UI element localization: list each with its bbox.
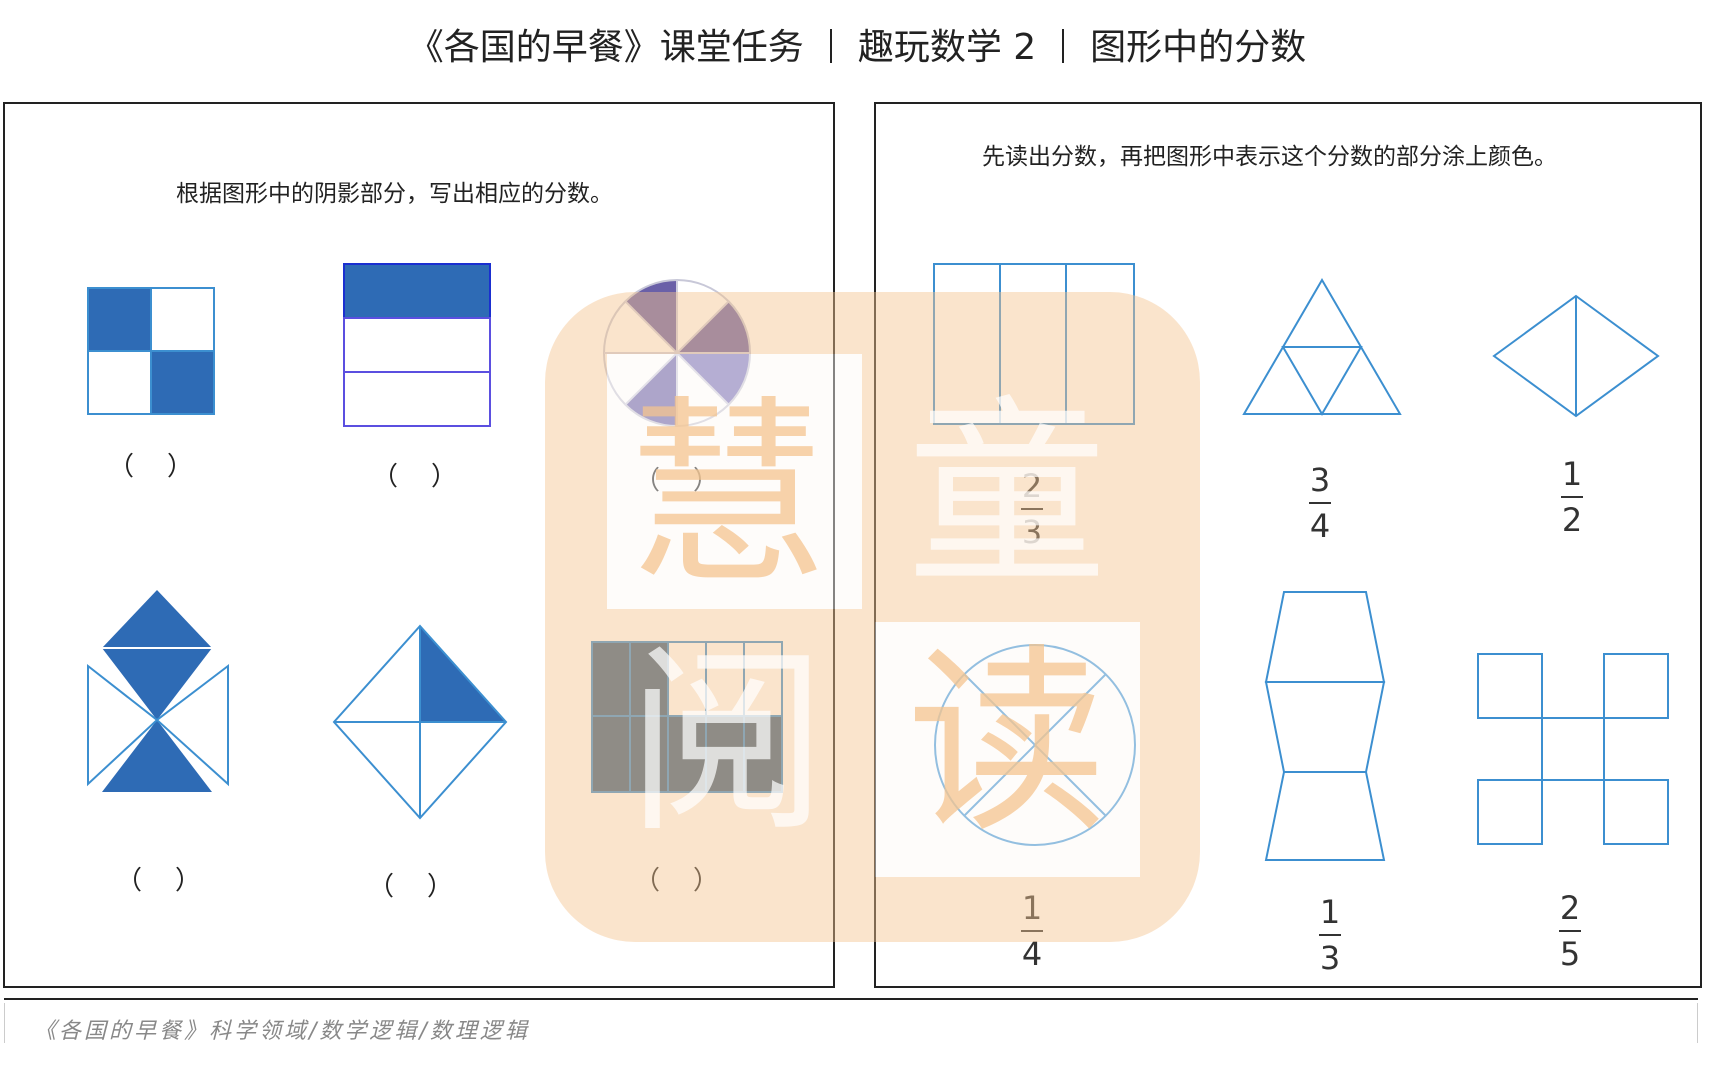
shape-halved-rhombus[interactable] — [1490, 294, 1662, 418]
left-exercise-panel — [3, 102, 835, 988]
title-part-lesson: 《各国的早餐》课堂任务 — [407, 27, 804, 68]
fraction-denominator: 3 — [1021, 513, 1043, 551]
fraction-bar — [1559, 930, 1581, 932]
answer-blank-4[interactable]: （ ） — [116, 866, 202, 896]
fraction-1-2: 1 2 — [1554, 454, 1590, 540]
fraction-1-4: 1 4 — [1014, 888, 1050, 974]
answer-blank-2[interactable]: （ ） — [372, 462, 458, 492]
title-part-topic: 图形中的分数 — [1090, 27, 1307, 68]
shape-stacked-trapezoids[interactable] — [1262, 590, 1388, 862]
footer-caption: 《各国的早餐》科学领域/数学逻辑/数理逻辑 — [34, 1019, 530, 1044]
fraction-denominator: 5 — [1559, 935, 1581, 973]
fraction-bar — [1021, 508, 1043, 510]
title-separator — [829, 29, 832, 63]
fraction-bar — [1309, 502, 1331, 504]
shape-cell-grid — [591, 641, 783, 793]
fraction-bar — [1021, 930, 1043, 932]
answer-blank-6[interactable]: （ ） — [634, 866, 720, 896]
fraction-2-5: 2 5 — [1552, 888, 1588, 974]
fraction-numerator: 2 — [1559, 889, 1581, 927]
footer-bar — [4, 1003, 1698, 1043]
shape-three-column-rectangle[interactable] — [932, 262, 1138, 428]
shape-triangle-hourglass — [87, 590, 229, 792]
shape-sector-circle — [603, 279, 751, 427]
title-separator — [1062, 29, 1065, 63]
footer-divider — [4, 998, 1698, 1000]
shape-subdivided-triangle[interactable] — [1240, 278, 1404, 418]
fraction-numerator: 1 — [1021, 889, 1043, 927]
right-instruction: 先读出分数，再把图形中表示这个分数的部分涂上颜色。 — [982, 144, 1557, 170]
fraction-numerator: 1 — [1319, 893, 1341, 931]
fraction-numerator: 3 — [1309, 461, 1331, 499]
left-instruction: 根据图形中的阴影部分，写出相应的分数。 — [176, 181, 613, 207]
answer-blank-1[interactable]: （ ） — [108, 452, 194, 482]
shape-quartered-circle[interactable] — [932, 642, 1138, 848]
shape-striped-rectangle — [343, 263, 491, 427]
fraction-denominator: 3 — [1319, 939, 1341, 977]
shape-quartered-diamond — [332, 624, 508, 820]
shape-checker-square — [87, 287, 215, 415]
fraction-3-4: 3 4 — [1302, 460, 1338, 546]
shape-five-squares[interactable] — [1476, 652, 1672, 846]
fraction-2-3: 2 3 — [1014, 466, 1050, 552]
fraction-denominator: 2 — [1561, 501, 1583, 539]
fraction-bar — [1561, 496, 1583, 498]
fraction-numerator: 1 — [1561, 455, 1583, 493]
fraction-numerator: 2 — [1021, 467, 1043, 505]
fraction-denominator: 4 — [1309, 507, 1331, 545]
right-exercise-panel — [874, 102, 1702, 988]
answer-blank-3[interactable]: （ ） — [634, 466, 720, 496]
fraction-1-3: 1 3 — [1312, 892, 1348, 978]
answer-blank-5[interactable]: （ ） — [368, 872, 454, 902]
fraction-denominator: 4 — [1021, 935, 1043, 973]
title-part-unit: 趣玩数学 2 — [857, 27, 1037, 68]
page-title: 《各国的早餐》课堂任务 趣玩数学 2 图形中的分数 — [0, 18, 1714, 70]
fraction-bar — [1319, 934, 1341, 936]
